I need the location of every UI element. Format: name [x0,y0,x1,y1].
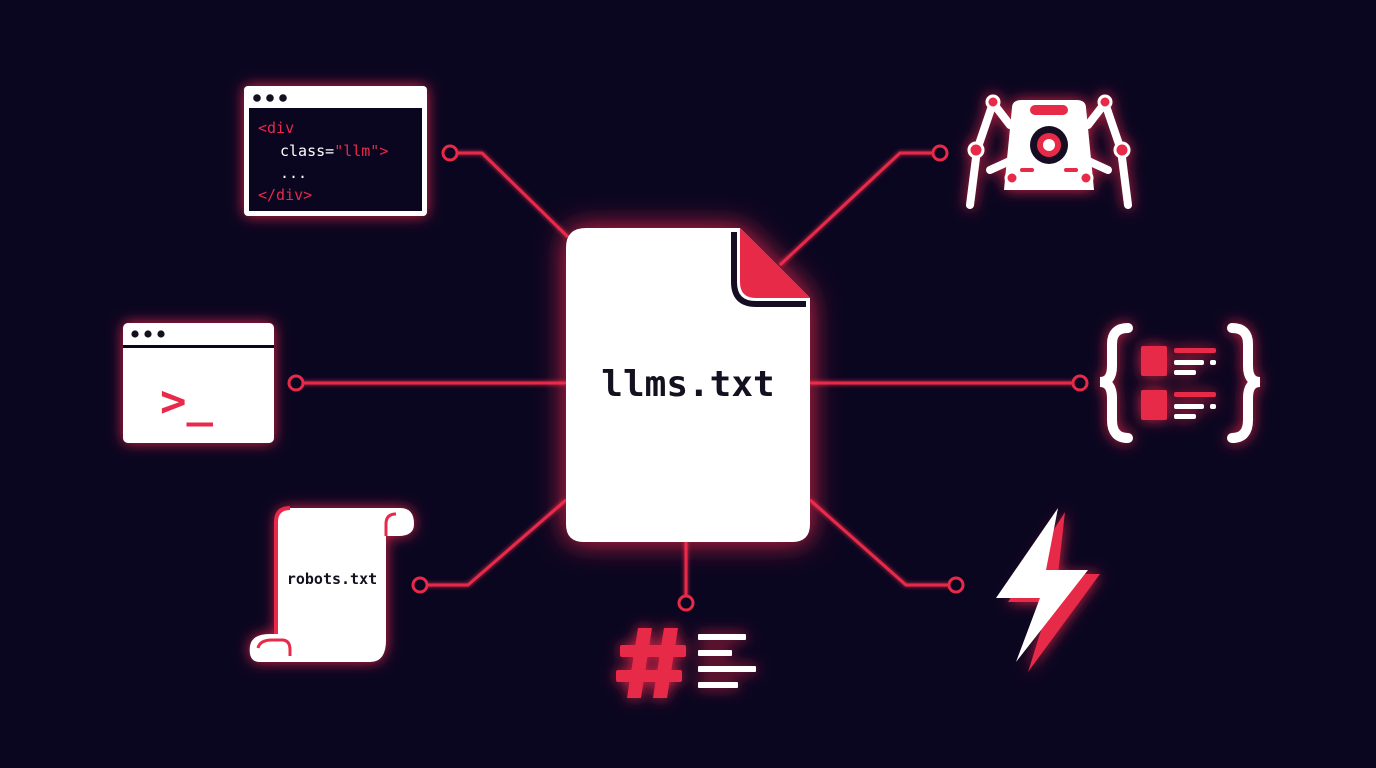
connector-nodes [287,144,1089,612]
window-dot [279,94,287,102]
node-html [441,144,459,162]
window-dot [157,330,165,338]
html-code-window-icon: <div class="llm"> ... </div> [244,86,427,216]
node-lightning [947,576,965,594]
node-robot [931,144,949,162]
html-line-3: ... [280,164,307,182]
window-dot [144,330,152,338]
node-robots [411,576,429,594]
connector-html [450,151,570,239]
json-braces-icon [1099,323,1261,443]
terminal-window-icon: >_ [123,323,274,443]
connector-robots [420,498,567,587]
html-line-2: class="llm"> [280,142,388,160]
center-file-icon [566,228,810,542]
connector-lines [296,151,1080,603]
html-tag-close: > [379,142,388,160]
node-markdown [677,594,695,612]
html-line-1: <div [258,119,294,137]
window-dot [266,94,274,102]
html-line-4: </div> [258,186,312,204]
lightning-bolt-icon [996,508,1100,672]
terminal-prompt: >_ [160,376,213,427]
window-dot [131,330,139,338]
connector-lightning [809,498,956,587]
window-dot [253,94,261,102]
html-attr: class= [280,142,334,160]
node-terminal [287,374,305,392]
center-file-label: llms.txt [601,364,774,405]
connector-robot [778,151,940,267]
markdown-hash-icon [616,628,756,698]
node-json [1071,374,1089,392]
robot-spider-icon [966,94,1132,209]
robots-scroll-icon: robots.txt [249,506,414,662]
html-attr-value: "llm" [334,142,379,160]
robots-label: robots.txt [287,570,377,588]
